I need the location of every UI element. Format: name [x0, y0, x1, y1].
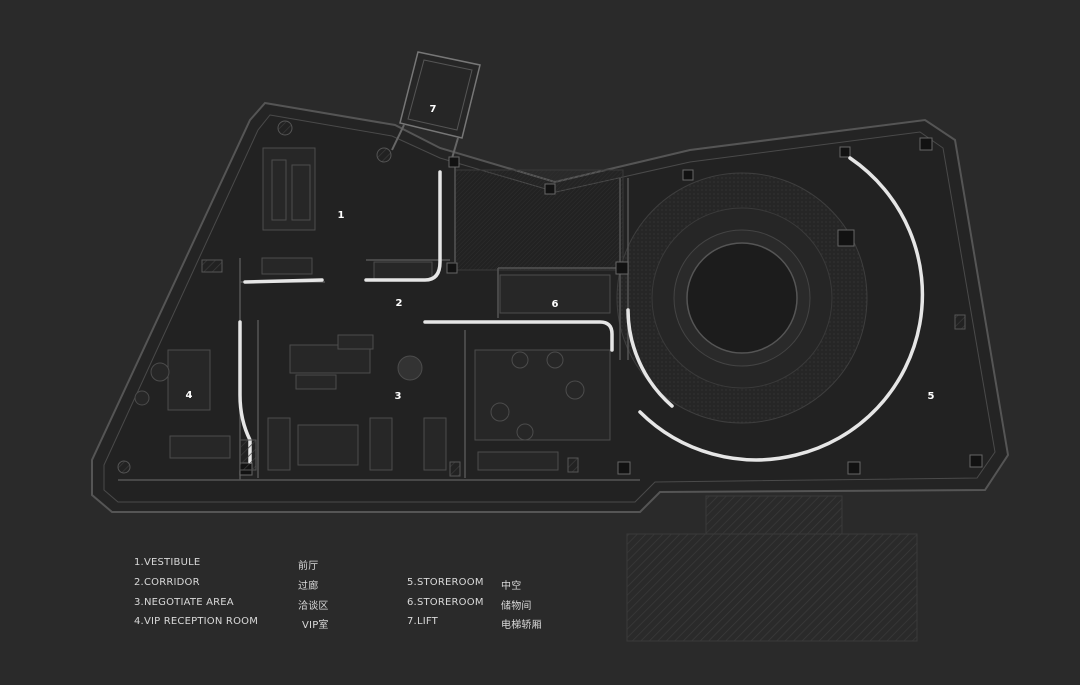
hatched-zone	[454, 169, 624, 271]
room-number: 6	[552, 299, 559, 310]
lift-shaft	[399, 51, 481, 139]
room-number: 1	[338, 210, 345, 221]
room-number: 3	[395, 391, 402, 402]
void-opening	[686, 242, 798, 354]
external-slab	[705, 495, 843, 535]
light-strips	[238, 156, 925, 464]
room-number: 4	[186, 390, 193, 401]
room-number: 5	[928, 391, 935, 402]
room-number: 7	[430, 104, 437, 115]
external-slab-lower	[626, 533, 918, 642]
negotiate-furniture	[267, 334, 447, 471]
lift-connector	[391, 124, 405, 151]
hatched-blocks	[117, 120, 966, 477]
room-number: 2	[396, 298, 403, 309]
vestibule-furniture	[261, 147, 433, 281]
lift-shaft-inner	[407, 59, 473, 131]
vip-furniture	[134, 274, 611, 471]
